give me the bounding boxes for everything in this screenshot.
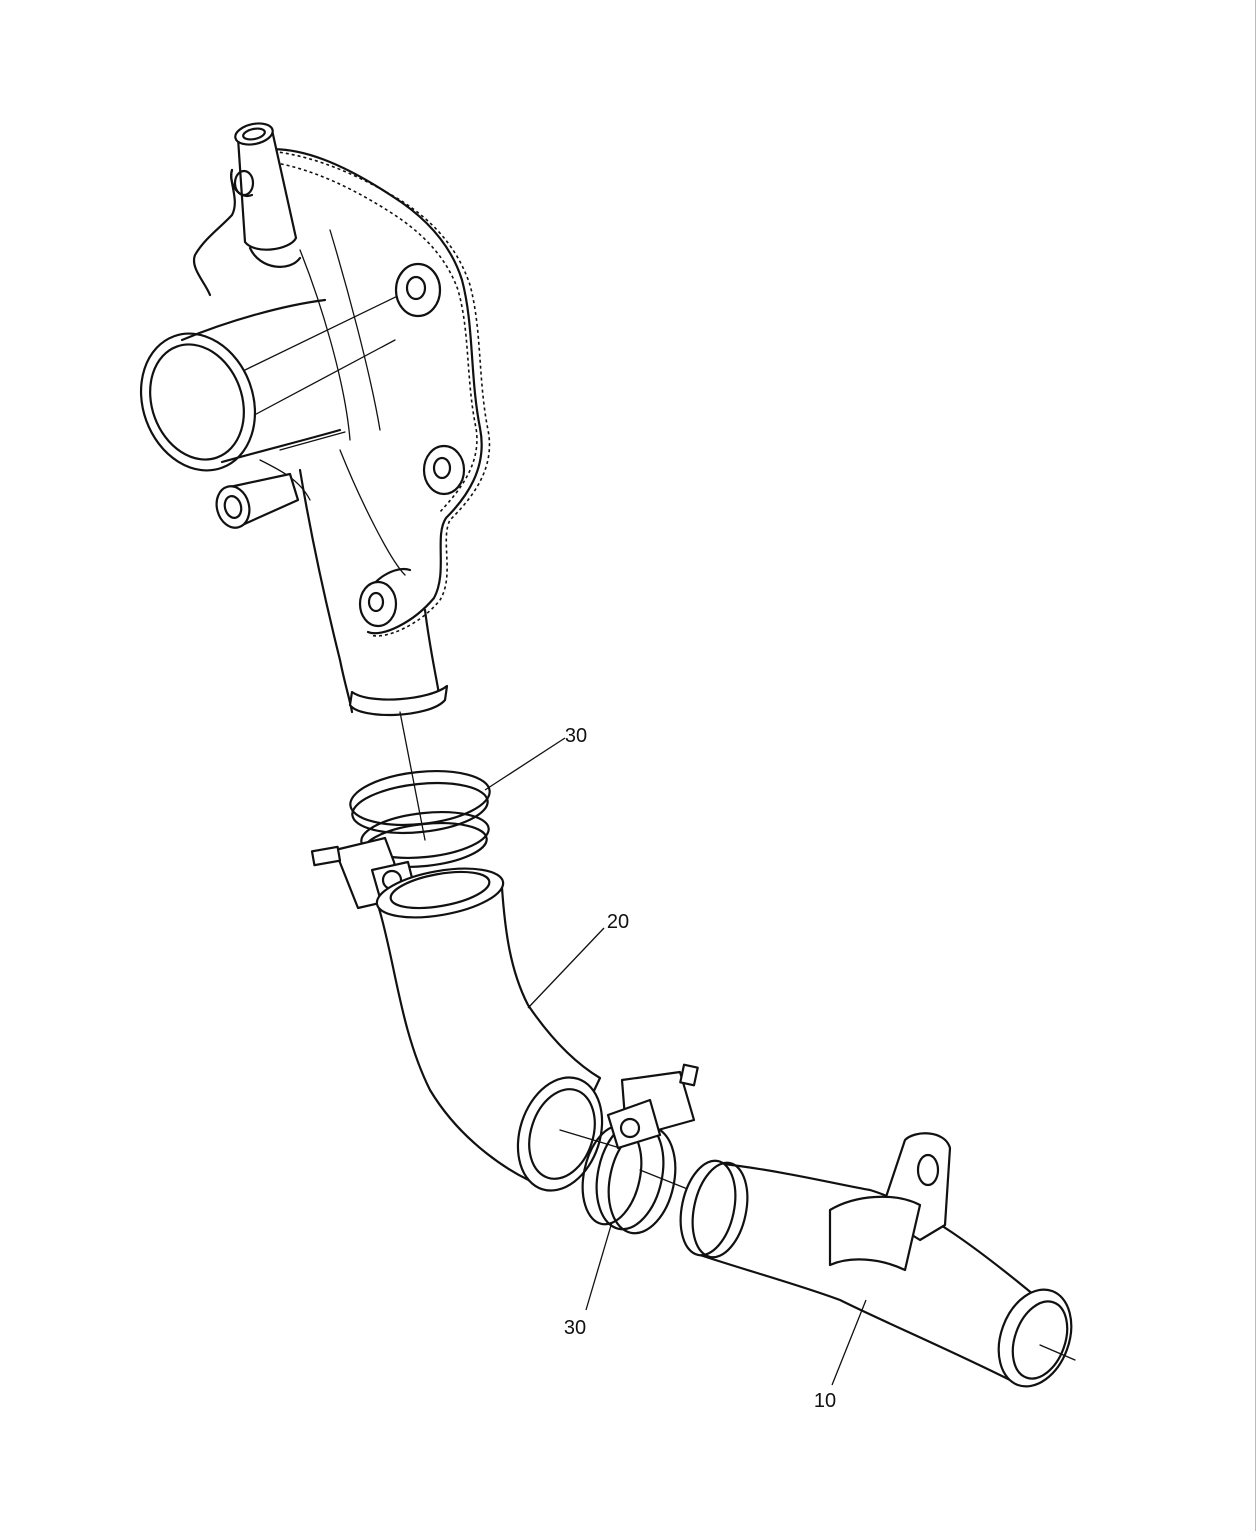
callout-10: 10: [814, 1299, 867, 1412]
callout-label-30-upper: 30: [565, 725, 587, 747]
assembly-axis-line: [399, 711, 426, 841]
callout-20: 20: [527, 911, 629, 1009]
coolant-pipe: [679, 1132, 1076, 1388]
lower-hose-clamp: [581, 1063, 699, 1235]
callout-label-10: 10: [814, 1390, 836, 1412]
water-pump-housing: [139, 122, 491, 717]
coolant-hose: [375, 867, 621, 1192]
callout-30-upper: 30: [484, 725, 587, 791]
callout-label-20: 20: [607, 911, 629, 933]
page-border: [1255, 0, 1256, 1531]
callout-label-30-lower: 30: [564, 1317, 586, 1339]
callout-30-lower: 30: [564, 1221, 613, 1339]
